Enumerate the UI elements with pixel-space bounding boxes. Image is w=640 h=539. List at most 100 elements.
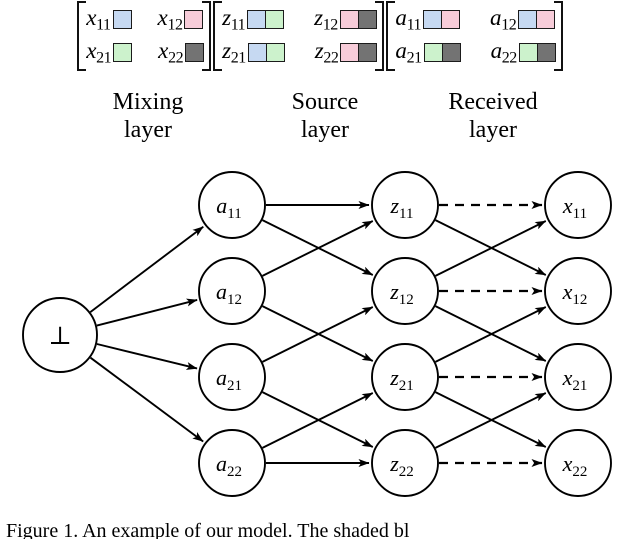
figure-caption: Figure 1. An example of our model. The s… (6, 520, 410, 539)
dashed-edges (439, 201, 543, 467)
color-swatch-blue (519, 11, 537, 28)
matrix-cell-a12: a12 (489, 4, 556, 34)
matrix-cell-label: z22 (314, 37, 339, 67)
matrix-cell-label: x12 (157, 4, 183, 34)
node-a21[interactable] (198, 343, 266, 411)
edge-root-to-a21 (96, 343, 198, 370)
layer-title-line-2: layer (301, 117, 349, 144)
color-swatch-group (185, 43, 205, 62)
matrix-cell-label: a12 (489, 4, 517, 34)
color-swatch-pink (341, 44, 359, 61)
matrix-cell-label: z12 (314, 4, 338, 34)
edge-root-to-a11 (89, 225, 204, 313)
matrix-cell-x21: x21 (86, 37, 133, 67)
source-matrix: z11 z12 z21 z22 (213, 0, 385, 72)
color-swatch-green (114, 44, 132, 61)
received-matrix-row: x21 x22 (86, 36, 205, 69)
source-matrix-row: z11 z12 (222, 3, 377, 36)
source-matrix-row: z21 z22 (222, 36, 378, 69)
color-swatch-group (247, 43, 285, 62)
matrix-cell-z22: z22 (315, 39, 378, 66)
mixing-matrix-row: a21 a22 (395, 36, 556, 69)
color-swatch-gray (186, 44, 204, 61)
matrix-cell-label: x11 (86, 4, 111, 34)
matrix-cell-z12: z12 (314, 6, 377, 33)
node-a11[interactable] (198, 171, 266, 239)
node-x12[interactable] (544, 257, 612, 325)
color-swatch-pink (185, 11, 203, 28)
color-swatch-pink (340, 11, 358, 28)
layer-title-line-2: layer (469, 117, 517, 144)
color-swatch-pink (440, 11, 459, 28)
color-swatch-group (339, 10, 377, 29)
node-z11[interactable] (371, 171, 439, 239)
color-swatch-group (247, 10, 285, 29)
color-swatch-green (519, 44, 537, 61)
edge-a22-to-z21 (262, 392, 374, 449)
matrix-cell-label: x21 (86, 37, 112, 67)
node-x11[interactable] (544, 171, 612, 239)
node-z22[interactable] (371, 429, 439, 497)
matrix-cell-label: z21 (222, 37, 246, 67)
node-x22[interactable] (544, 429, 612, 497)
layer-title-line-1: Source (291, 89, 359, 115)
matrix-cell-label: z11 (222, 4, 246, 34)
node-z12[interactable] (371, 257, 439, 325)
color-swatch-green (265, 11, 284, 28)
edge-a21-to-z12 (262, 306, 374, 363)
solid-edges (89, 201, 547, 467)
matrix-cell-label: a21 (395, 37, 422, 67)
node-a22[interactable] (198, 429, 266, 497)
color-swatch-blue (423, 11, 441, 28)
mixing-matrix-row: a11 a12 (395, 3, 556, 36)
node-x21[interactable] (544, 343, 612, 411)
edge-root-to-a22 (89, 356, 204, 443)
matrix-cell-z21: z21 (222, 39, 285, 66)
root-node-symbol: ⊥ (48, 323, 72, 350)
root-node[interactable] (22, 297, 98, 373)
received-matrix-row: x11 x12 (86, 3, 204, 36)
color-swatch-group (184, 10, 204, 29)
color-swatch-group (423, 43, 461, 62)
color-swatch-group (340, 43, 378, 62)
node-z21[interactable] (371, 343, 439, 411)
matrix-cell-x11: x11 (86, 4, 132, 34)
edge-z22-to-x21 (435, 392, 547, 449)
color-swatch-group (112, 10, 132, 29)
mixing-matrix: a11 a12 a21 a22 (386, 0, 564, 72)
matrix-cell-x22: x22 (158, 37, 205, 67)
color-swatch-blue (248, 44, 266, 61)
layer-title-line-2: layer (124, 117, 172, 144)
color-swatch-gray (357, 11, 376, 28)
matrix-row: x11 x12 x21 x22 z11 z12 z21 z22 a11 a12 a21 a22 (0, 0, 640, 74)
color-swatch-group (113, 43, 133, 62)
color-swatch-group (518, 43, 556, 62)
edge-z12-to-x11 (435, 220, 547, 277)
color-swatch-gray (536, 44, 555, 61)
edge-root-to-a12 (96, 298, 198, 327)
layer-title-line-1: Mixing (112, 89, 184, 115)
color-swatch-green (424, 44, 442, 61)
matrix-cell-z11: z11 (222, 4, 285, 34)
matrix-cell-a11: a11 (395, 6, 460, 33)
color-swatch-gray (358, 44, 377, 61)
color-swatch-blue (248, 11, 266, 28)
matrix-cell-label: x22 (158, 37, 184, 67)
node-a12[interactable] (198, 257, 266, 325)
color-swatch-gray (441, 44, 460, 61)
matrix-cell-x12: x12 (158, 6, 204, 33)
received-matrix: x11 x12 x21 x22 (77, 0, 211, 72)
edge-a12-to-z11 (262, 220, 374, 277)
color-swatch-group (422, 10, 460, 29)
color-swatch-green (265, 44, 284, 61)
color-swatch-pink (536, 11, 555, 28)
matrix-cell-a22: a22 (491, 39, 556, 66)
matrix-cell-label: a11 (395, 4, 421, 34)
matrix-cell-label: a22 (490, 37, 518, 67)
